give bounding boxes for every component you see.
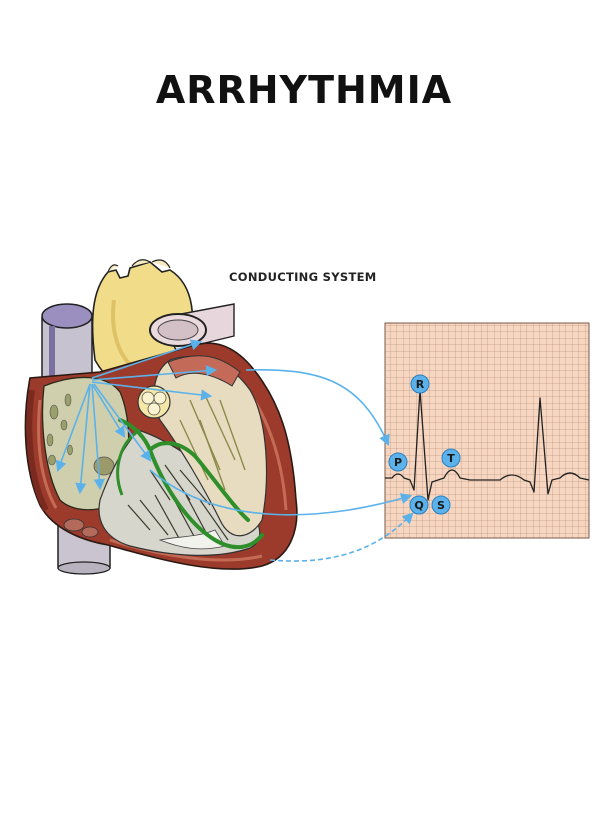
svg-text:Q: Q — [414, 499, 423, 512]
svg-text:R: R — [416, 378, 425, 391]
arrow-sa-to-la — [91, 339, 203, 379]
pulmonary-artery — [149, 303, 235, 351]
arrow-to-t-wave — [269, 512, 414, 562]
ecg-label-t: T — [441, 448, 461, 468]
ecg-label-s: S — [431, 495, 451, 515]
heart-illustration — [24, 259, 298, 575]
bundle-branches — [118, 418, 264, 550]
svg-text:S: S — [437, 499, 445, 512]
aortic-valve — [137, 385, 171, 419]
arrow-to-qrs — [149, 469, 413, 516]
ecg-label-p: P — [388, 452, 408, 472]
svg-text:T: T — [447, 452, 455, 465]
ecg-trace — [385, 389, 590, 501]
ecg-label-q: Q — [409, 495, 429, 515]
ecg-chart: P R T Q S — [384, 322, 590, 539]
page-title: ARRHYTHMIA — [155, 68, 453, 112]
diagram-subtitle: CONDUCTING SYSTEM — [229, 270, 377, 284]
arrow-to-p-wave — [245, 368, 390, 447]
svg-text:P: P — [394, 456, 402, 469]
conduction-arrows — [55, 339, 414, 562]
ecg-label-r: R — [410, 374, 430, 394]
